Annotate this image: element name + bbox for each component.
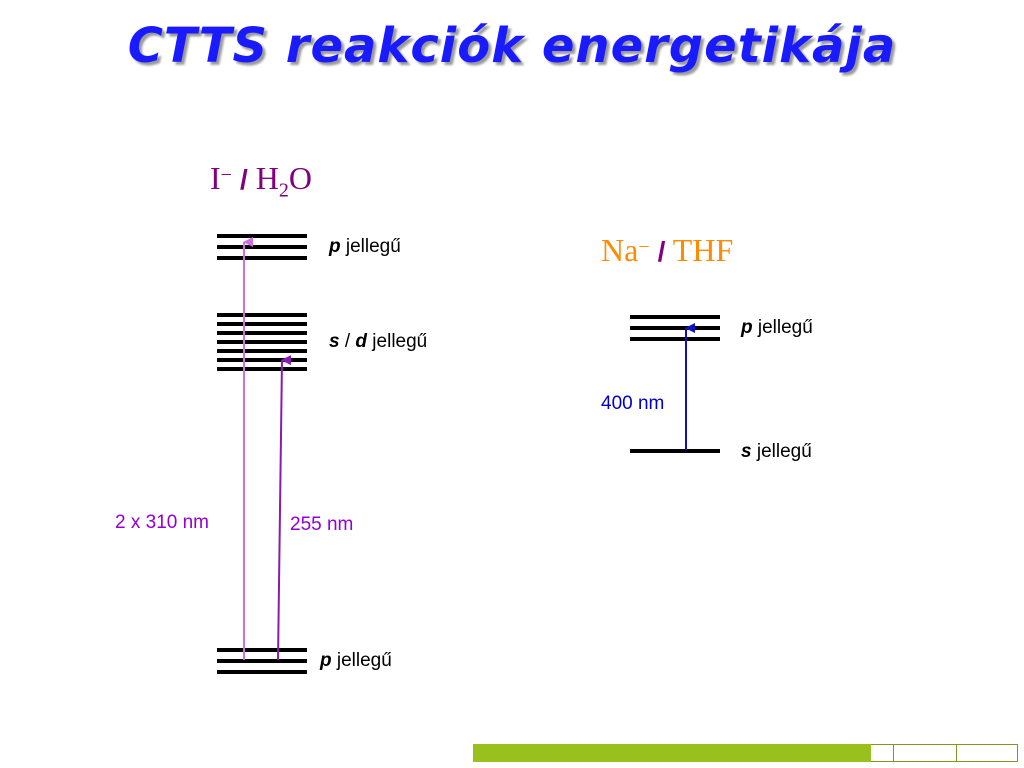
level-text: jellegű <box>752 317 813 338</box>
solvent-symbol: H <box>255 160 279 196</box>
footer-cell <box>871 744 894 762</box>
footer-bar <box>473 744 1018 762</box>
orbital-symbol: s <box>741 441 752 462</box>
level-label-right-top: p jellegű <box>741 317 813 339</box>
solvent-symbol-end: O <box>288 160 312 196</box>
footer-cell <box>894 744 957 762</box>
ion-charge: − <box>638 236 650 259</box>
system-separator: / <box>239 164 248 195</box>
system-separator: / <box>657 236 666 267</box>
orbital-symbol: p <box>320 650 332 671</box>
footer-cell <box>957 744 1018 762</box>
left-top-levels <box>217 234 307 260</box>
right-top-levels <box>630 315 720 341</box>
na-thf-wavelength-label: 400 nm <box>601 393 665 414</box>
one-photon-wavelength-label: 255 nm <box>290 514 354 535</box>
slide-title: CTTS reakciók energetikája <box>127 18 897 74</box>
level-text: jellegű <box>751 441 812 462</box>
orbital-symbol: s <box>329 331 340 352</box>
orbital-symbol: p <box>329 236 341 257</box>
solvent-subscript: 2 <box>278 179 289 202</box>
system-label-iodide-water: I− / H2O <box>210 160 312 202</box>
level-text: jellegű <box>367 331 428 352</box>
level-text: jellegű <box>331 650 392 671</box>
orbital-symbol: p <box>741 317 753 338</box>
one-photon-arrow <box>277 355 292 661</box>
left-bottom-levels <box>217 648 307 674</box>
level-label-right-bottom: s jellegű <box>741 441 812 463</box>
level-label-left-bottom: p jellegű <box>320 650 392 672</box>
orbital-symbol: d <box>355 331 368 352</box>
ion-symbol: I <box>210 160 221 196</box>
level-label-left-top: p jellegű <box>329 236 401 258</box>
two-photon-wavelength-label: 2 x 310 nm <box>115 512 209 533</box>
ion-symbol: Na <box>601 232 639 268</box>
level-text: jellegű <box>340 236 401 257</box>
system-label-sodide-thf: Na− / THF <box>601 232 733 269</box>
solvent-symbol: THF <box>672 232 734 268</box>
level-label-left-middle: s / d jellegű <box>329 331 427 353</box>
ion-charge: − <box>220 164 232 187</box>
left-middle-levels <box>217 313 307 371</box>
footer-green-segment <box>473 744 871 762</box>
separator: / <box>339 331 356 352</box>
